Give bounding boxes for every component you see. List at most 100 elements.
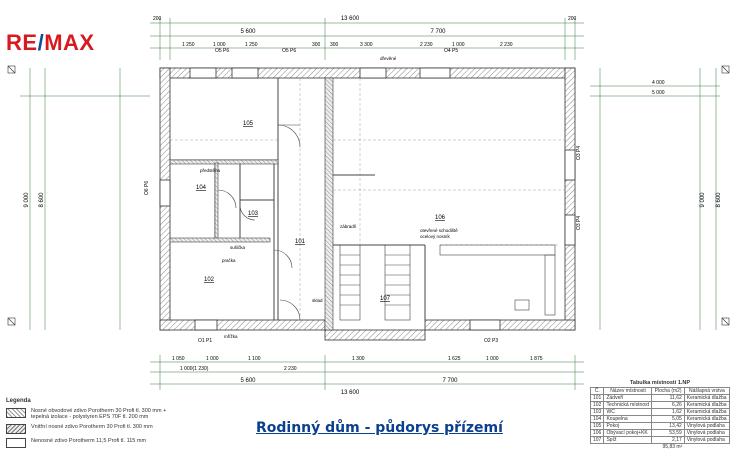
room-number-106: 106 [435, 215, 446, 221]
dim-top-row1-1: 1 000 [213, 42, 226, 48]
dim-bottom-row1-1: 1 000 [206, 356, 219, 362]
top-dimension-lines [150, 18, 584, 60]
cell-area: 5,05 [651, 415, 685, 423]
dim-bottom-row1-6: 1 625 [448, 356, 461, 362]
interior-walls [170, 78, 426, 320]
cell-floor: Vinylová podlaha [683, 436, 731, 444]
cell-area: 2,17 [651, 436, 685, 444]
dim-top-row1-2: 1 250 [245, 42, 258, 48]
legend-swatch-outer-wall [6, 408, 26, 418]
cell-number: 101 [589, 394, 605, 402]
dim-top-row1-3: 300 [312, 42, 321, 48]
cell-name: Obývací pokoj+KK [603, 429, 653, 437]
window-tag-right-2: O3 P4 [576, 216, 582, 230]
note-sklad: sklad [312, 298, 323, 303]
remax-logo: RE/MAX [6, 30, 95, 55]
cell-area: 53,59 [651, 429, 685, 437]
room-table-total: 95,83 m² [662, 444, 683, 450]
cell-floor: Keramická dlažba [683, 401, 731, 409]
dim-top-left: 5 600 [240, 29, 256, 35]
legend-item: Vnitřní nosné zdivo Porotherm 30 Profi t… [6, 424, 176, 434]
cell-area: 13,42 [651, 422, 685, 430]
cell-name: Zádveří [603, 394, 653, 402]
cell-number: 106 [589, 429, 605, 437]
dim-left-inner: 8 600 [39, 192, 45, 208]
legend: Legenda Nosné obvodové zdivo Porotherm 3… [6, 398, 176, 452]
dim-top-row1-6: 2 230 [420, 42, 433, 48]
dim-top-row1-4: 3 300 [360, 42, 373, 48]
windows [159, 67, 576, 331]
room-number-104: 104 [196, 185, 207, 191]
cell-number: 107 [589, 436, 605, 444]
cell-number: 105 [589, 422, 605, 430]
cell-name: Spíž [603, 436, 653, 444]
window-tag-bottom-2: O2 P3 [484, 338, 498, 344]
dim-bottom-row1-3: 1 000(1 230) [180, 366, 209, 372]
table-total-row: 95,83 m² [591, 444, 730, 450]
dim-right-overall: 9 000 [700, 192, 706, 208]
col-header: Nášlapná vrstva [683, 387, 731, 395]
note-predstena: předstěna [200, 168, 221, 173]
cell-number: 104 [589, 415, 605, 423]
col-header: Plocha (m2) [651, 387, 685, 395]
legend-swatch-partition [6, 438, 26, 448]
legend-swatch-inner-wall [6, 424, 26, 434]
cell-floor: Vinylová podlaha [683, 422, 731, 430]
dim-bottom-row1-4: 2 230 [284, 366, 297, 372]
dim-top-margin-left: 200 [153, 16, 162, 22]
bottom-dimension-lines [150, 355, 584, 390]
cell-floor: Keramická dlažba [683, 394, 731, 402]
note-susicka: sušička [230, 245, 246, 250]
dim-top-right: 7 700 [430, 29, 446, 35]
cell-name: Pokoj [603, 422, 653, 430]
room-table-header: Č. Název místnosti Plocha (m2) Nášlapná … [589, 387, 731, 395]
cell-area: 1,62 [651, 408, 685, 416]
cell-name: Koupelna [603, 415, 653, 423]
dim-left-overall: 9 000 [24, 192, 30, 208]
dim-right-inner: 8 600 [716, 192, 722, 208]
inner-dashed-lines [170, 78, 565, 320]
room-number-105: 105 [243, 121, 254, 127]
window-tag-top-1: O5 P6 [215, 48, 229, 54]
dim-bottom-overall: 13 600 [341, 390, 360, 396]
cell-floor: Keramická dlažba [683, 408, 731, 416]
room-number-102: 102 [204, 277, 215, 283]
legend-item: Nenosné zdivo Porotherm 11,5 Profi tl. 1… [6, 438, 176, 448]
dim-bottom-row1-2: 1 100 [248, 356, 261, 362]
room-number-107: 107 [380, 296, 391, 302]
dim-top-row1-5: 300 [330, 42, 339, 48]
room-table: Tabulka místností 1.NP Č. Název místnost… [589, 380, 731, 450]
dim-bottom-row1-8: 1 875 [530, 356, 543, 362]
dim-bottom-row1-0: 1 050 [172, 356, 185, 362]
legend-item: Nosné obvodové zdivo Porotherm 30 Profi … [6, 408, 176, 420]
doors [217, 124, 301, 321]
staircase [339, 244, 411, 321]
dim-right-sub: 5 000 [652, 90, 665, 96]
dim-top-margin-right: 200 [568, 16, 577, 22]
note-otevrene-schodiste: otevřené schodiště [420, 228, 458, 233]
window-tag-left: O6 P6 [144, 181, 150, 195]
cell-floor: Vinylová podlaha [683, 429, 731, 437]
legend-item-label: Nosné obvodové zdivo Porotherm 30 Profi … [31, 408, 167, 420]
note-zabradli: zábradlí [340, 224, 357, 229]
note-ocelovy-nosnik: ocelový nosník [420, 234, 451, 239]
dim-top-row1-0: 1 250 [182, 42, 195, 48]
note-mrizka: mřížka [224, 334, 238, 339]
legend-item-label: Nenosné zdivo Porotherm 11,5 Profi tl. 1… [31, 438, 147, 444]
room-table-title: Tabulka místností 1.NP [629, 380, 691, 386]
dim-bottom-row1-5: 1 300 [352, 356, 365, 362]
col-header: Název místnosti [603, 387, 653, 395]
kitchen-counter [439, 244, 556, 316]
section-marks [7, 65, 730, 326]
note-pracka: pračka [222, 258, 236, 263]
dim-bottom-right: 7 700 [442, 378, 458, 384]
cell-number: 103 [589, 408, 605, 416]
col-header: Č. [589, 387, 605, 395]
cell-area: 11,62 [651, 394, 685, 402]
